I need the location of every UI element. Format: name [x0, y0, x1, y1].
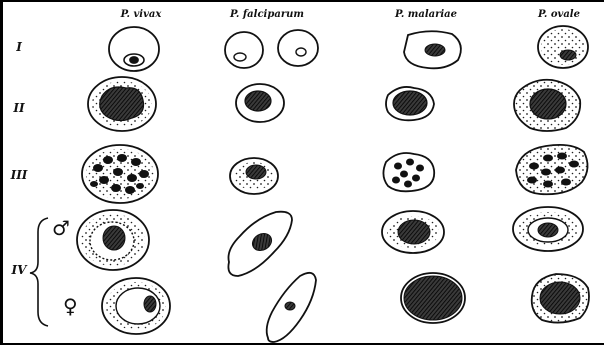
cell-ovale-4-female: [532, 274, 589, 323]
cell-vivax-2: [88, 77, 156, 131]
cell-ovale-1: [538, 26, 588, 68]
cell-malariae-1: [404, 31, 461, 68]
cell-falciparum-2: [236, 84, 284, 122]
cell-vivax-3: [82, 145, 158, 203]
cell-falciparum-3: [230, 158, 278, 194]
cell-ovale-4-male: [513, 207, 583, 251]
cell-ovale-3: [516, 145, 588, 194]
cell-falciparum-4-male: [228, 212, 292, 276]
cell-malariae-3: [383, 153, 434, 191]
cell-malariae-4-male: [382, 211, 444, 253]
cell-malariae-4-female: [401, 273, 465, 323]
row-iv-brace: [30, 218, 48, 326]
cell-vivax-1: [109, 27, 159, 71]
cell-vivax-4-male: [77, 210, 149, 270]
cell-ovale-2: [514, 80, 580, 131]
cell-falciparum-1b: [278, 30, 318, 66]
cell-falciparum-1a: [225, 32, 263, 68]
cell-malariae-2: [386, 87, 434, 120]
cell-vivax-4-female: [102, 278, 170, 334]
cell-falciparum-4-female: [267, 273, 316, 342]
